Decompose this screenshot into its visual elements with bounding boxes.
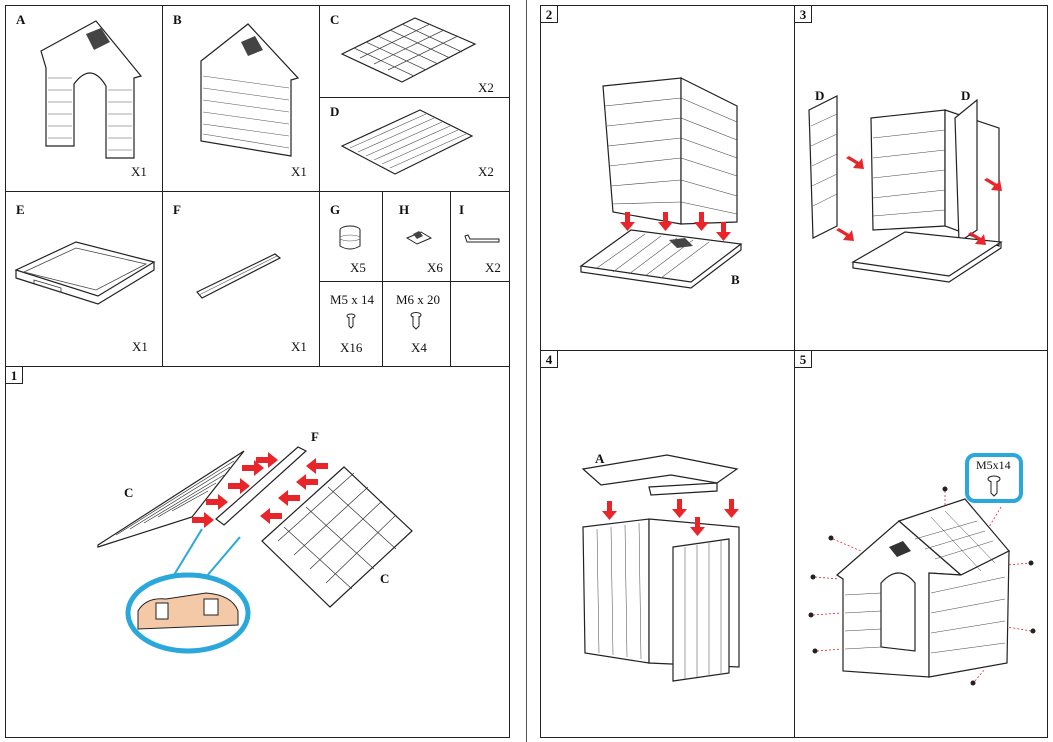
step-1-label-c-right: C (380, 571, 390, 586)
bracket-illustration (464, 234, 500, 243)
part-cell-d: D X2 (319, 97, 510, 192)
screw-size-m5: M5 x 14 (330, 292, 375, 307)
part-qty-f: X1 (291, 339, 307, 354)
hardware-cell-m6: M6 x 20 X4 (382, 281, 451, 367)
part-cell-e: E X1 (5, 191, 163, 367)
part-letter-g: G (330, 202, 341, 217)
doghouse-back-panel-illustration (200, 23, 300, 157)
step-number-2: 2 (540, 5, 558, 23)
part-cell-a: A X1 (5, 5, 163, 192)
part-cell-g: G X5 (319, 191, 383, 282)
part-cell-b: B X1 (162, 5, 320, 192)
hardware-cell-m5: M5 x 14 X16 (319, 281, 383, 367)
part-cell-h: H X6 (382, 191, 451, 282)
step-number-1: 1 (5, 366, 23, 384)
step-2-label-b: B (731, 272, 740, 287)
step-4-panel: 4 A (540, 350, 795, 738)
hardware-cell-empty (450, 281, 510, 367)
part-qty-i: X2 (485, 260, 501, 275)
step-3-label-d-right: D (961, 88, 971, 103)
doghouse-front-panel-illustration (40, 20, 143, 159)
part-qty-g: X5 (350, 260, 366, 275)
part-letter-b: B (173, 12, 182, 27)
clip-illustration (405, 231, 433, 245)
part-cell-f: F X1 (162, 191, 320, 367)
step-3-label-d-left: D (815, 88, 825, 103)
part-letter-d: D (330, 104, 340, 119)
step-3-panel: 3 D D (794, 5, 1048, 351)
part-letter-a: A (16, 12, 26, 27)
part-cell-c: C X2 (319, 5, 510, 98)
part-qty-e: X1 (132, 339, 148, 354)
step-5-screw-callout-label: M5x14 (976, 458, 1011, 472)
part-letter-c: C (330, 12, 340, 27)
side-panel-illustration (340, 109, 474, 175)
step-1-label-f: F (311, 429, 319, 444)
part-letter-h: H (399, 202, 410, 217)
part-letter-i: I (459, 202, 465, 217)
screw-size-m6: M6 x 20 (396, 292, 441, 307)
part-qty-d: X2 (478, 164, 494, 179)
part-cell-i: I X2 (450, 191, 510, 282)
roof-panel-illustration (340, 17, 477, 83)
step-5-panel: 5 M5x14 (794, 350, 1048, 738)
floor-base-illustration (14, 241, 156, 305)
screw-qty-m5: X16 (340, 340, 363, 355)
part-qty-a: X1 (131, 164, 147, 179)
step-4-label-a: A (595, 451, 605, 466)
screw-m5-icon (346, 313, 356, 329)
step-number-3: 3 (794, 5, 812, 23)
step-2-back-wall-diagram (579, 77, 743, 289)
part-qty-h: X6 (427, 260, 443, 275)
step-2-panel: 2 B (540, 5, 795, 351)
roof-ridge-illustration (196, 253, 282, 299)
step-3-side-walls-diagram (808, 95, 1003, 283)
part-qty-b: X1 (291, 164, 307, 179)
screw-qty-m6: X4 (411, 340, 427, 355)
step-number-5: 5 (794, 350, 812, 368)
step-4-front-panel-diagram (581, 454, 740, 682)
part-letter-e: E (16, 202, 25, 217)
screw-m6-icon (410, 312, 422, 330)
step-1-roof-assembly-diagram (97, 446, 413, 654)
step-number-4: 4 (540, 350, 558, 368)
part-qty-c: X2 (478, 80, 494, 95)
step-1-panel: 1 (5, 366, 510, 738)
page-divider (526, 0, 527, 742)
step-5-screw-assembly-diagram (808, 453, 1036, 686)
foot-cap-illustration (339, 225, 361, 250)
step-1-label-c-left: C (124, 485, 134, 500)
part-letter-f: F (173, 202, 181, 217)
